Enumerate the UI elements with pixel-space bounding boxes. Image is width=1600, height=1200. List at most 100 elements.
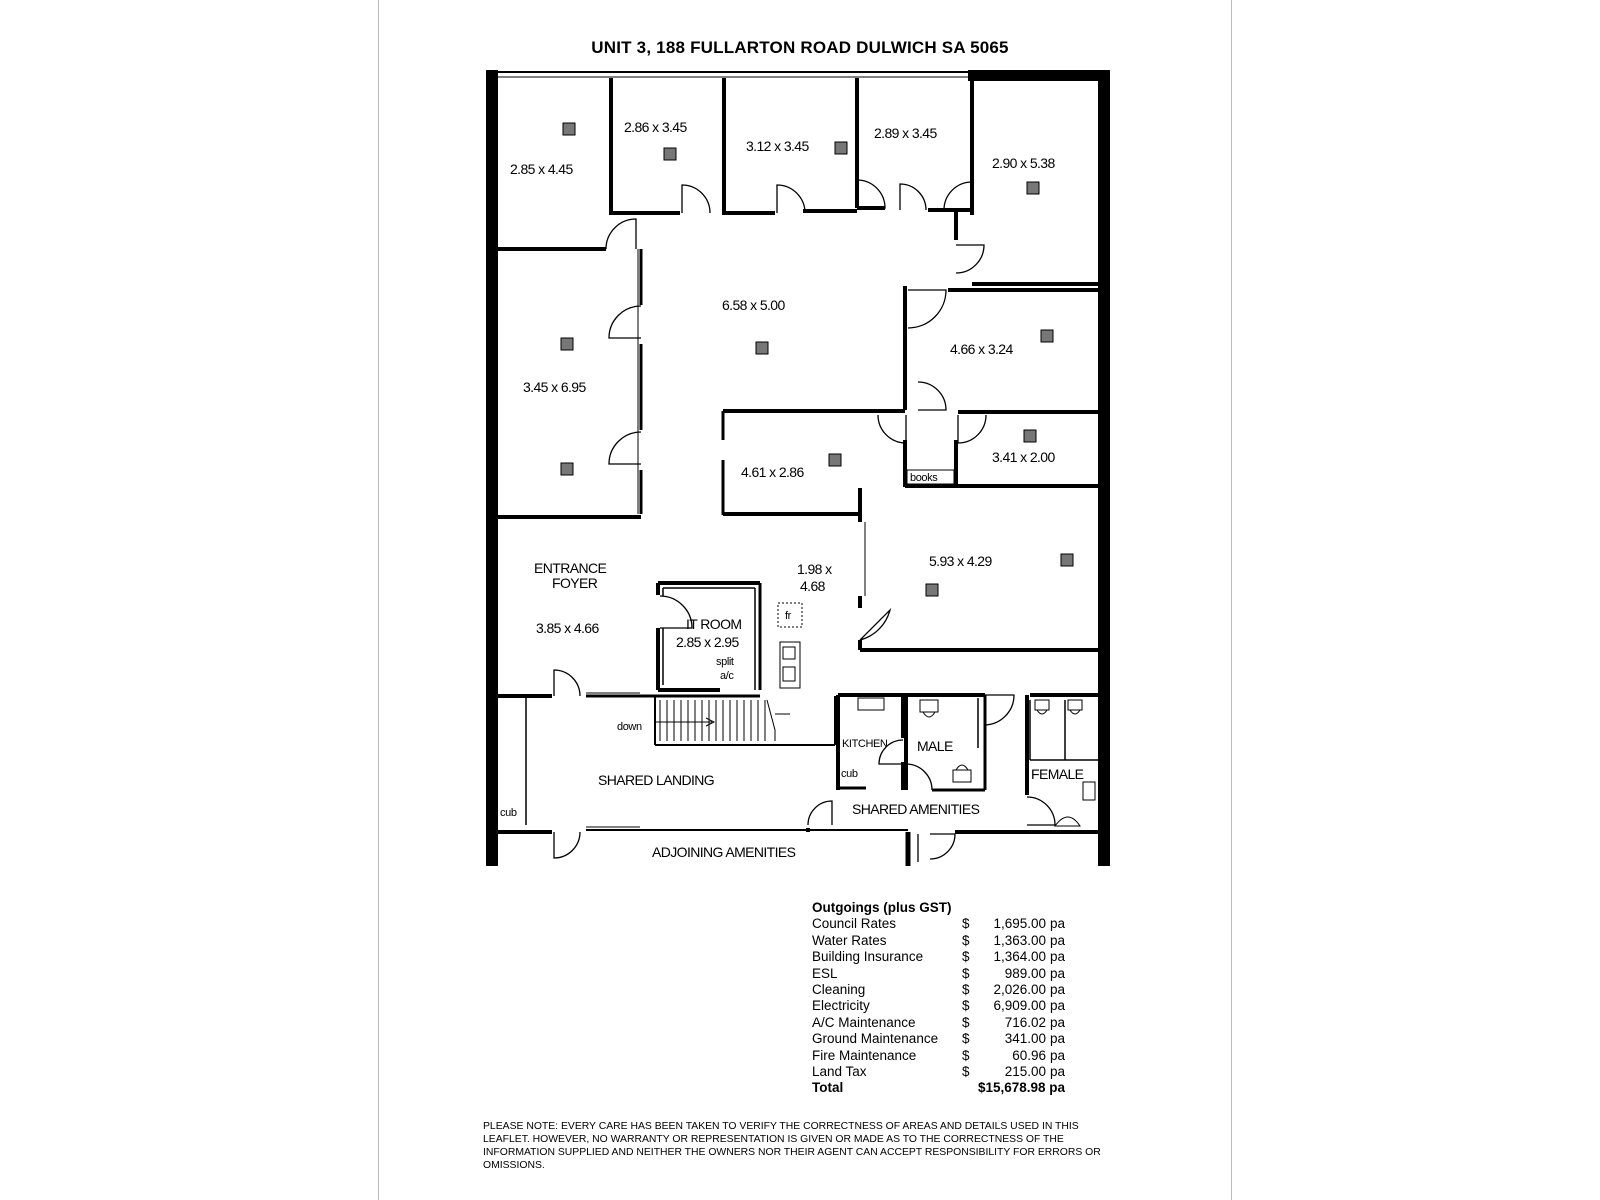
outgoings-amount: 1,695.00 (993, 916, 1046, 932)
room-label: 2.85 x 2.95 (676, 634, 739, 650)
outer-walls (486, 70, 1110, 866)
outgoings-unit: pa (1050, 998, 1066, 1014)
shared-amenities-label: SHARED AMENITIES (852, 801, 980, 817)
outgoings-item: Water Rates (812, 932, 887, 948)
disclaimer-note: PLEASE NOTE: EVERY CARE HAS BEEN TAKEN T… (483, 1121, 1101, 1171)
kitchen-label: KITCHEN (842, 738, 888, 750)
ceiling-vents (560, 122, 1074, 597)
split-ac-label: split (716, 656, 734, 668)
outgoings-amount: 341.00 (1004, 1031, 1046, 1047)
outgoings-amount: 716.02 (1004, 1014, 1046, 1030)
outgoings-currency: $ (962, 1047, 970, 1063)
books-cupboard (906, 469, 955, 485)
left-cub-label: cub (500, 807, 517, 819)
room-label: 6.58 x 5.00 (722, 297, 785, 313)
page-title: UNIT 3, 188 FULLARTON ROAD DULWICH SA 50… (591, 38, 1009, 57)
outgoings-item: Building Insurance (812, 949, 924, 965)
foyer-label: FOYER (552, 575, 598, 591)
room-label: 3.45 x 6.95 (523, 379, 586, 395)
outgoings-unit: pa (1050, 1064, 1066, 1080)
stairs (655, 699, 790, 741)
outgoings-item: A/C Maintenance (812, 1014, 916, 1030)
outgoings-currency: $ (962, 1031, 970, 1047)
glass-panels (586, 249, 866, 828)
outgoings-currency: $ (962, 965, 970, 981)
room-label: 5.93 x 4.29 (929, 553, 992, 569)
outgoings-total-label: Total (812, 1080, 844, 1096)
outgoings-item: Land Tax (812, 1064, 867, 1080)
entrance-label: ENTRANCE (534, 560, 606, 576)
outgoings-amount: 60.96 (1012, 1047, 1046, 1063)
outgoings-unit: pa (1050, 982, 1066, 998)
door-swings (553, 179, 1056, 862)
room-label: 2.85 x 4.45 (510, 161, 573, 177)
room-label: 3.41 x 2.00 (992, 449, 1055, 465)
outgoings-unit: pa (1050, 932, 1066, 948)
stairs-down-label: down (617, 721, 642, 733)
room-label: 2.86 x 3.45 (624, 119, 687, 135)
split-ac-label: a/c (720, 670, 734, 682)
room-label: 4.66 x 3.24 (950, 341, 1013, 357)
outgoings-unit: pa (1050, 965, 1066, 981)
outgoings-amount: 6,909.00 (993, 998, 1046, 1014)
room-label: 4.68 (800, 578, 826, 594)
outgoings-unit: pa (1050, 949, 1066, 965)
male-label: MALE (917, 738, 953, 754)
fridge-label: fr (785, 610, 792, 622)
outgoings-item: ESL (812, 965, 838, 981)
books-label: books (910, 472, 938, 484)
outgoings-amount: 1,363.00 (993, 932, 1046, 948)
outgoings-unit: pa (1050, 1014, 1066, 1030)
top-window (498, 71, 968, 78)
outgoings-amount: 1,364.00 (993, 949, 1046, 965)
kitchen-cub-label: cub (841, 768, 858, 780)
adjoining-amenities-label: ADJOINING AMENITIES (652, 844, 796, 860)
outgoings-total-value: $15,678.98 pa (977, 1080, 1066, 1096)
outgoings-amount: 215.00 (1004, 1064, 1046, 1080)
page-sheet (378, 0, 1232, 1200)
outgoings-total-row: Total $15,678.98 pa (812, 1080, 1065, 1096)
fixtures (777, 602, 1096, 827)
female-label: FEMALE (1031, 766, 1084, 782)
room-label: 2.89 x 3.45 (874, 125, 937, 141)
room-label: 3.12 x 3.45 (746, 138, 809, 154)
outgoings-unit: pa (1050, 916, 1066, 932)
outgoings-currency: $ (962, 949, 970, 965)
outgoings-item: Cleaning (812, 982, 866, 998)
outgoings-currency: $ (962, 932, 970, 948)
outgoings-unit: pa (1050, 1031, 1066, 1047)
outgoings-currency: $ (962, 998, 970, 1014)
outgoings-item: Council Rates (812, 916, 897, 932)
outgoings-item: Fire Maintenance (812, 1047, 917, 1063)
floor-plan: 2.85 x 4.45 2.86 x 3.45 3.12 x 3.45 2.89… (486, 70, 1110, 866)
outgoings-item: Electricity (812, 998, 870, 1014)
room-label: 4.61 x 2.86 (741, 464, 804, 480)
outgoings-unit: pa (1050, 1047, 1066, 1063)
room-label: 3.85 x 4.66 (536, 620, 599, 636)
outgoings-currency: $ (962, 1064, 970, 1080)
outgoings-amount: 989.00 (1004, 965, 1046, 981)
room-label: 1.98 x (797, 561, 832, 577)
outgoings-heading: Outgoings (plus GST) (812, 900, 952, 915)
shared-landing-label: SHARED LANDING (598, 772, 714, 788)
outgoings-item: Ground Maintenance (812, 1031, 939, 1047)
outgoings-amount: 2,026.00 (993, 982, 1046, 998)
outgoings-currency: $ (962, 1014, 970, 1030)
interior-walls (498, 78, 1098, 866)
it-room-label: IT ROOM (686, 616, 741, 632)
outgoings-table: Outgoings (plus GST) Council Rates $1,695… (812, 900, 1065, 1097)
room-label: 2.90 x 5.38 (992, 155, 1055, 171)
outgoings-currency: $ (962, 916, 970, 932)
outgoings-currency: $ (962, 982, 970, 998)
